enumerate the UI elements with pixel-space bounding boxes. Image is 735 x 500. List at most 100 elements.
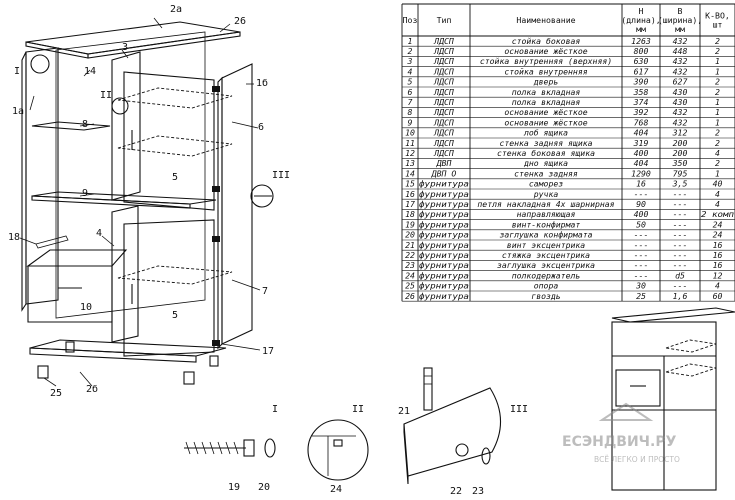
table-cell: 374 — [633, 97, 649, 107]
confirmat-screw — [184, 439, 255, 457]
callout-1b: 1б — [256, 77, 268, 89]
label-19: 19 — [228, 482, 240, 493]
watermark: ЕСЭНДВИЧ.РУ ВСЁ ЛЕГКО И ПРОСТО — [562, 402, 680, 464]
table-cell: 432 — [673, 66, 688, 76]
detail-marker-i — [30, 54, 50, 74]
table-cell: ЛДСП — [433, 77, 454, 87]
detail-iii-title: III — [510, 404, 528, 415]
table-cell: 2 — [715, 138, 720, 148]
table-cell: 17 — [405, 199, 415, 209]
table-cell: ручка — [533, 189, 559, 199]
table-cell: 1 — [715, 168, 720, 178]
table-cell: 1 — [715, 97, 720, 107]
table-cell: 8 — [408, 107, 413, 117]
table-cell: 1,6 — [673, 291, 688, 301]
table-cell: 432 — [673, 36, 688, 46]
table-header-cell: шт — [713, 20, 723, 30]
table-cell: 358 — [633, 87, 649, 97]
table-cell: 10 — [405, 128, 415, 138]
table-cell: --- — [634, 240, 649, 250]
table-cell: 1263 — [631, 36, 651, 46]
table-cell: 200 — [673, 148, 688, 158]
table-cell: ЛДСП — [433, 107, 454, 117]
table-cell: 768 — [634, 117, 649, 127]
table-cell: ДВП О — [431, 168, 457, 178]
table-cell: лоб ящика — [523, 128, 568, 138]
eccentric-panel — [403, 387, 502, 485]
table-cell: ЛДСП — [433, 46, 454, 56]
exploded-cabinet: 2а 26 3 I 14 1б II 1а 8 6 5 III 9 4 18 7… — [8, 4, 290, 399]
table-cell: --- — [634, 260, 649, 270]
table-cell: --- — [673, 219, 688, 229]
table-cell: фурнитура — [419, 281, 469, 291]
table-cell: --- — [634, 230, 649, 240]
table-cell: 21 — [405, 240, 415, 250]
shelf-support-pin — [333, 439, 343, 447]
table-header-cell: мм — [675, 24, 685, 34]
table-header-cell: Тип — [437, 15, 452, 25]
table-header-cell: (длина), — [621, 15, 660, 25]
support-feet — [37, 341, 219, 385]
table-cell: 22 — [405, 250, 415, 260]
table-cell: ЛДСП — [433, 138, 454, 148]
table-header-cell: Наименование — [516, 15, 575, 25]
table-cell: 18 — [405, 209, 415, 219]
callout-5-upper: 5 — [172, 172, 178, 183]
inner-upper-stand — [111, 51, 141, 201]
table-cell: фурнитура — [419, 199, 469, 209]
table-cell: полка вкладная — [512, 87, 581, 97]
detail-marker-iii — [250, 184, 274, 208]
table-cell: основание жёсткое — [504, 117, 587, 127]
table-cell: 4 — [715, 199, 720, 209]
table-cell: 60 — [713, 291, 723, 301]
back-panel — [55, 31, 206, 319]
table-cell: 3,5 — [672, 179, 688, 189]
table-cell: 1 — [715, 117, 720, 127]
eccentric-cap — [481, 447, 491, 465]
table-cell: заглушка эксцентрика — [497, 260, 595, 270]
table-cell: 432 — [673, 107, 688, 117]
callout-18: 18 — [8, 232, 20, 243]
table-cell: ДВП — [436, 158, 452, 168]
table-cell: 16 — [713, 260, 723, 270]
table-cell: полка вкладная — [512, 97, 581, 107]
table-cell: 25 — [405, 281, 415, 291]
table-cell: 2 — [715, 36, 720, 46]
table-cell: 20 — [405, 230, 415, 240]
table-cell: 2 комп — [701, 209, 734, 219]
table-cell: --- — [673, 240, 688, 250]
table-cell: 432 — [673, 56, 688, 66]
table-cell: стойка боковая — [512, 36, 581, 46]
table-cell: 800 — [634, 46, 649, 56]
table-cell: 2 — [408, 46, 413, 56]
table-cell: --- — [673, 199, 688, 209]
table-cell: 11 — [405, 138, 415, 148]
table-cell: 350 — [672, 158, 688, 168]
table-cell: --- — [634, 250, 649, 260]
table-cell: 2 — [715, 158, 720, 168]
table-cell: 2 — [715, 77, 720, 87]
eccentric-screw — [423, 367, 433, 411]
table-cell: --- — [673, 189, 688, 199]
table-cell: 312 — [672, 128, 688, 138]
callout-10: 10 — [80, 302, 92, 313]
table-cell: 23 — [405, 260, 415, 270]
table-cell: 1 — [408, 36, 413, 46]
callout-26: 26 — [234, 16, 246, 27]
table-cell: 16 — [713, 250, 723, 260]
table-cell: 30 — [635, 281, 646, 291]
callout-17: 17 — [262, 346, 274, 357]
table-cell: 432 — [673, 117, 688, 127]
table-cell: фурнитура — [419, 250, 469, 260]
